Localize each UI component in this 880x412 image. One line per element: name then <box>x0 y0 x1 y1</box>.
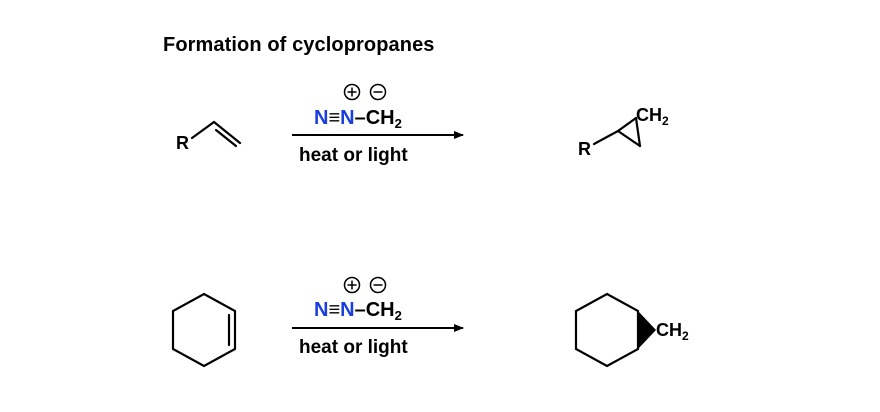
subscript: 2 <box>662 114 669 128</box>
reaction-conditions: heat or light <box>299 145 408 166</box>
svg-text:N≡N–CH2: N≡N–CH2 <box>314 107 402 131</box>
nitrogen-atom-1: N <box>314 107 328 129</box>
single-bond <box>190 120 216 140</box>
ring-bond <box>616 129 642 148</box>
alkene-reactant: R <box>176 120 242 153</box>
minus-charge-icon <box>369 83 387 101</box>
ring-bond <box>634 116 642 148</box>
r-group-label: R <box>176 133 189 153</box>
cyclopropane-product: R CH2 <box>578 105 669 159</box>
triple-bond: ≡ <box>328 299 340 321</box>
ring-bond <box>616 116 638 133</box>
double-bond-outer <box>212 120 242 145</box>
subscript: 2 <box>682 329 689 343</box>
reaction-2: N≡N–CH2 heat or light CH2 <box>171 276 689 368</box>
diazomethane-reagent: N≡N–CH2 <box>314 276 402 323</box>
diazomethane-reagent: N≡N–CH2 <box>314 83 402 131</box>
minus-charge-icon <box>369 276 387 294</box>
norcarane-product: CH2 <box>574 292 689 368</box>
plus-charge-icon <box>343 83 361 101</box>
single-bond: – <box>355 299 366 321</box>
svg-text:CH2: CH2 <box>636 105 669 128</box>
nitrogen-atom-1: N <box>314 299 328 321</box>
cyclohexene-reactant <box>171 292 237 368</box>
svg-text:CH2: CH2 <box>656 320 689 343</box>
double-bond-inner <box>214 128 238 148</box>
subscript: 2 <box>395 116 402 131</box>
nitrogen-atom-2: N <box>340 299 354 321</box>
subscript: 2 <box>395 308 402 323</box>
triple-bond: ≡ <box>328 107 340 129</box>
hexagon-ring <box>574 292 640 368</box>
svg-text:N≡N–CH2: N≡N–CH2 <box>314 299 402 323</box>
reaction-1: R N≡N–CH2 heat or light R <box>176 83 669 166</box>
diagram-title: Formation of cyclopropanes <box>163 34 435 56</box>
plus-charge-icon <box>343 276 361 294</box>
methylene-group: CH <box>366 299 395 321</box>
nitrogen-atom-2: N <box>340 107 354 129</box>
single-bond: – <box>355 107 366 129</box>
hexagon-ring <box>171 292 237 368</box>
methylene-label: CH <box>656 320 682 340</box>
cyclopropane-wedge <box>638 311 656 349</box>
substituent-bond <box>592 129 620 146</box>
reaction-conditions: heat or light <box>299 337 408 358</box>
r-group-label: R <box>578 139 591 159</box>
methylene-label: CH <box>636 105 662 125</box>
methylene-group: CH <box>366 107 395 129</box>
